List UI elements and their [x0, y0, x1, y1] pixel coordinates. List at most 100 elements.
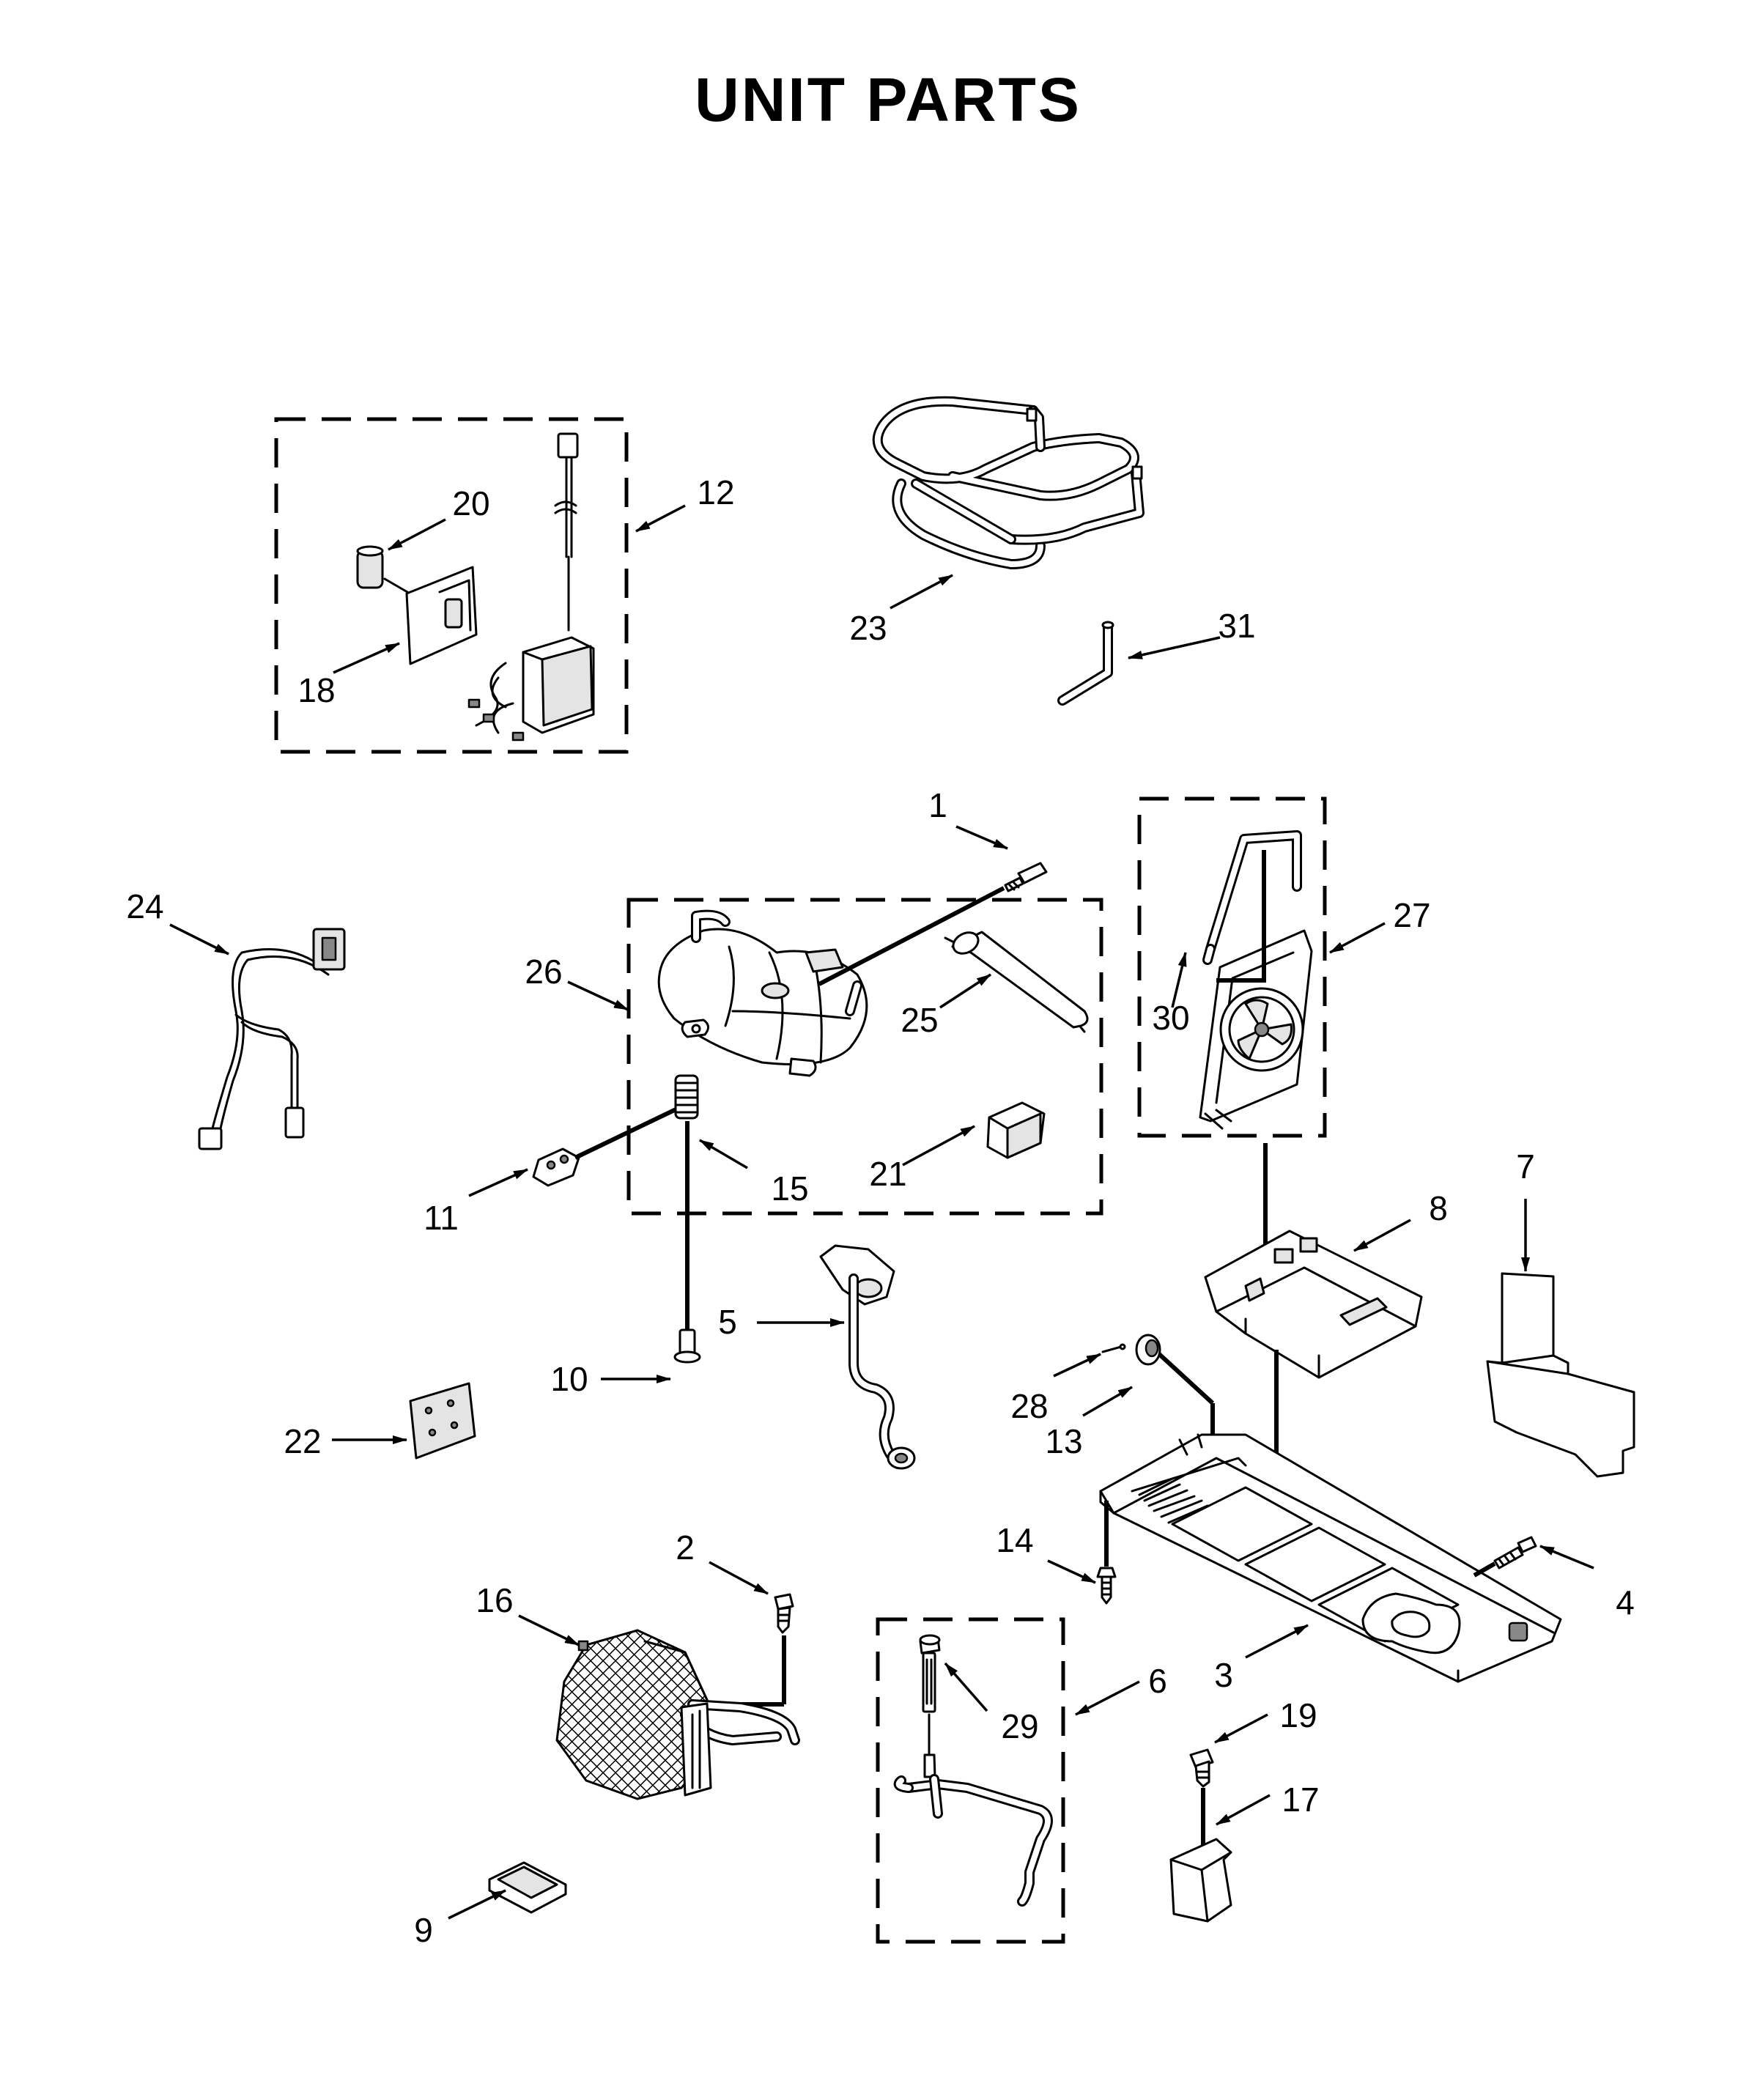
- arrow-icon: [1214, 1713, 1268, 1744]
- callout-2: 2: [676, 1528, 695, 1567]
- part-29-thermistor: [919, 1634, 941, 1713]
- arrow-icon: [1047, 1559, 1096, 1584]
- part-23-condenser-tube: [872, 396, 1145, 569]
- callout-19: 19: [1279, 1696, 1317, 1734]
- callout-18: 18: [297, 671, 335, 709]
- callout-30: 30: [1152, 999, 1189, 1037]
- callout-1: 1: [928, 786, 947, 824]
- callout-22: 22: [284, 1422, 321, 1460]
- callout-11: 11: [424, 1199, 459, 1237]
- callout-21: 21: [869, 1155, 906, 1193]
- callout-15: 15: [771, 1169, 808, 1208]
- leader-line-13: [1157, 1352, 1215, 1405]
- part-10-stud: [673, 1328, 701, 1364]
- arrow-icon: [1353, 1219, 1411, 1252]
- group-box-27: [1137, 796, 1327, 1138]
- part-25-filter-drier: [944, 931, 1089, 1033]
- part-26-compressor: [657, 909, 868, 1077]
- callout-28: 28: [1010, 1387, 1048, 1425]
- callout-9: 9: [414, 1911, 433, 1949]
- arrow-icon: [902, 1125, 975, 1167]
- callout-6: 6: [1148, 1662, 1167, 1700]
- callout-17: 17: [1282, 1781, 1319, 1819]
- part-14-screw: [1096, 1567, 1117, 1605]
- leader-line-4: [1473, 1561, 1496, 1578]
- group-box-6: [876, 1617, 1065, 1944]
- callout-27: 27: [1393, 896, 1430, 934]
- arrow-icon: [709, 1561, 769, 1595]
- part-1-bolt: [1004, 862, 1048, 892]
- leader-arrows: [169, 504, 1594, 1920]
- part-18-cover-plate: [383, 566, 478, 665]
- part-7-insulation: [1486, 1272, 1635, 1478]
- arrow-icon: [1539, 1545, 1594, 1570]
- arrow-icon: [388, 518, 446, 551]
- part-20-start-relay-cover: [356, 545, 384, 589]
- part-2-screw: [774, 1593, 794, 1634]
- callout-labels: 1 2 3 4 5 6 7 8 9 10 11 12 13 14 15 16 1…: [126, 473, 1634, 1949]
- callout-8: 8: [1429, 1189, 1448, 1227]
- callout-16: 16: [476, 1581, 513, 1619]
- callout-31: 31: [1218, 607, 1255, 645]
- callout-24: 24: [126, 887, 163, 925]
- arrow-icon: [699, 1139, 748, 1169]
- callout-25: 25: [901, 1001, 938, 1039]
- part-4-screw: [1493, 1536, 1537, 1570]
- arrow-icon: [518, 1614, 580, 1646]
- callout-23: 23: [849, 609, 887, 647]
- arrow-icon: [944, 1662, 988, 1712]
- callout-20: 20: [452, 484, 489, 522]
- part-12-control-box-and-cord: [467, 432, 595, 742]
- part-28-pin: [1101, 1343, 1126, 1353]
- part-6-tube-assembly: [893, 1713, 1053, 1907]
- page-title: UNIT PARTS: [695, 65, 1081, 134]
- part-9-pad: [488, 1861, 567, 1914]
- arrow-icon: [1053, 1353, 1101, 1378]
- callout-7: 7: [1516, 1147, 1535, 1186]
- arrow-icon: [890, 574, 953, 610]
- part-5-drain-tube: [819, 1244, 916, 1470]
- arrow-icon: [468, 1168, 528, 1197]
- callout-29: 29: [1001, 1707, 1038, 1745]
- leader-line-1: [818, 886, 1005, 986]
- part-3-base-pan: [1099, 1433, 1562, 1683]
- arrow-icon: [1128, 636, 1221, 659]
- part-11-clip: [532, 1147, 580, 1187]
- arrow-icon: [1171, 952, 1187, 1008]
- arrow-icon: [1075, 1680, 1140, 1716]
- group-box-26: [626, 898, 1103, 1216]
- part-19-screw: [1189, 1748, 1214, 1788]
- arrow-icon: [1329, 922, 1386, 954]
- part-31-tube: [1057, 621, 1114, 706]
- callout-3: 3: [1214, 1656, 1233, 1694]
- leader-line-11: [574, 1103, 687, 1160]
- part-8-tray: [1204, 1230, 1423, 1379]
- arrow-icon: [1216, 1794, 1271, 1826]
- arrow-icon: [1082, 1386, 1133, 1417]
- group-box-12: [274, 417, 629, 754]
- part-16-coil: [555, 1629, 800, 1800]
- part-13-grommet: [1135, 1334, 1161, 1366]
- callout-10: 10: [550, 1360, 588, 1398]
- part-17-bracket: [1169, 1838, 1232, 1923]
- callout-5: 5: [718, 1303, 737, 1341]
- arrow-icon: [333, 642, 400, 674]
- arrow-icon: [1245, 1624, 1309, 1659]
- part-22-plate: [409, 1382, 476, 1460]
- part-15-grommet: [674, 1074, 699, 1120]
- part-27-condenser-fan-assembly: [1199, 929, 1313, 1130]
- arrow-icon: [955, 825, 1008, 850]
- arrow-icon: [635, 504, 686, 533]
- callout-26: 26: [525, 953, 562, 991]
- callout-13: 13: [1045, 1422, 1082, 1460]
- arrow-icon: [169, 923, 229, 955]
- callout-4: 4: [1616, 1583, 1635, 1622]
- arrow-icon: [939, 973, 991, 1009]
- part-24-wire-harness: [198, 928, 346, 1150]
- arrow-icon: [567, 980, 629, 1011]
- part-21-overload-relay: [986, 1101, 1046, 1159]
- part-30-tube: [1202, 830, 1302, 965]
- arrow-icon: [448, 1889, 506, 1920]
- callout-12: 12: [697, 473, 734, 511]
